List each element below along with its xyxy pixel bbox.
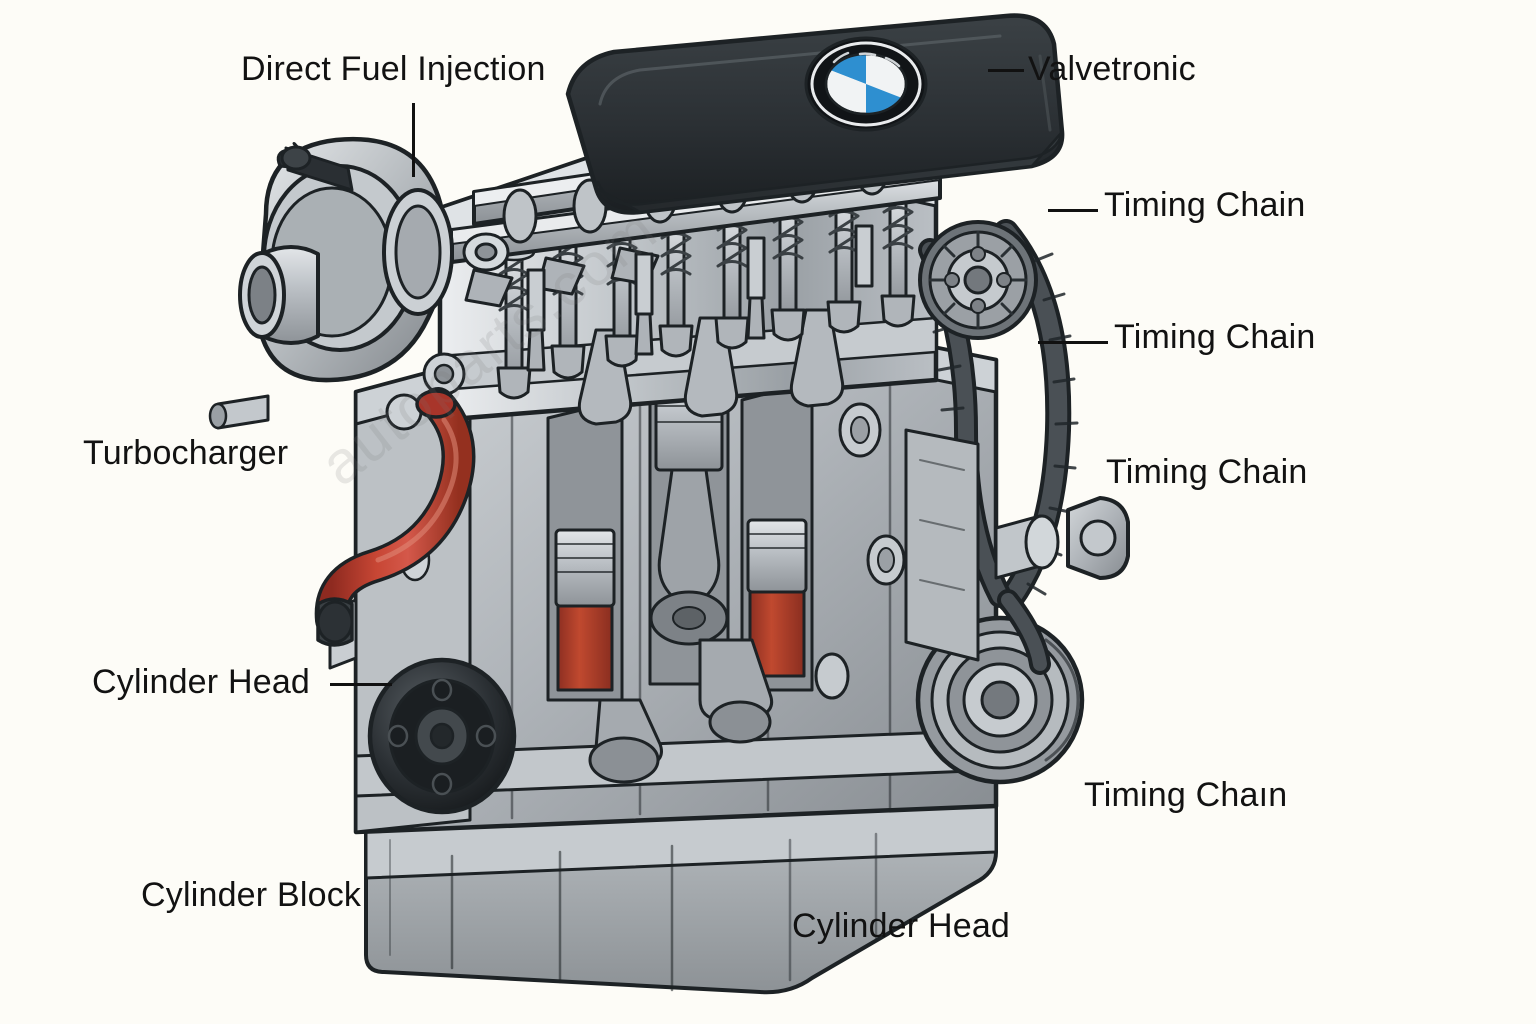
label-timing-chain-2: Timing Chain xyxy=(1114,318,1316,356)
label-turbocharger: Turbocharger xyxy=(83,434,289,472)
label-cylinder-head-bottom: Cylinder Head xyxy=(792,907,1011,945)
label-direct-fuel-injection: Direct Fuel Injection xyxy=(241,50,546,88)
label-valvetronic: Valvetronic xyxy=(1028,50,1196,88)
bmw-roundel-icon xyxy=(804,36,928,132)
block-side-cover xyxy=(904,428,980,662)
timing-chain-loop xyxy=(915,219,1130,785)
leader-direct-fuel-injection xyxy=(412,103,415,177)
label-cylinder-head-left: Cylinder Head xyxy=(92,663,311,701)
turbocharger-housing xyxy=(208,136,466,431)
piston-assembly xyxy=(546,362,814,784)
camshaft-sprocket xyxy=(918,220,1038,340)
red-coolant-hose xyxy=(314,387,476,647)
accessory-shaft xyxy=(994,514,1060,580)
leader-timing-chain-1 xyxy=(1048,209,1098,212)
leader-valvetronic xyxy=(988,69,1024,72)
injectors xyxy=(526,224,874,372)
label-timing-chain-4: Timing Chaın xyxy=(1084,776,1288,814)
leader-timing-chain-2 xyxy=(1038,341,1108,344)
label-timing-chain-3: Timing Chain xyxy=(1106,453,1308,491)
crankshaft-pulley xyxy=(367,657,517,815)
engine-cover xyxy=(565,13,1065,215)
leader-cylinder-head-left xyxy=(330,683,392,686)
label-timing-chain-1: Timing Chain xyxy=(1104,186,1306,224)
label-cylinder-block: Cylinder Block xyxy=(141,876,362,914)
